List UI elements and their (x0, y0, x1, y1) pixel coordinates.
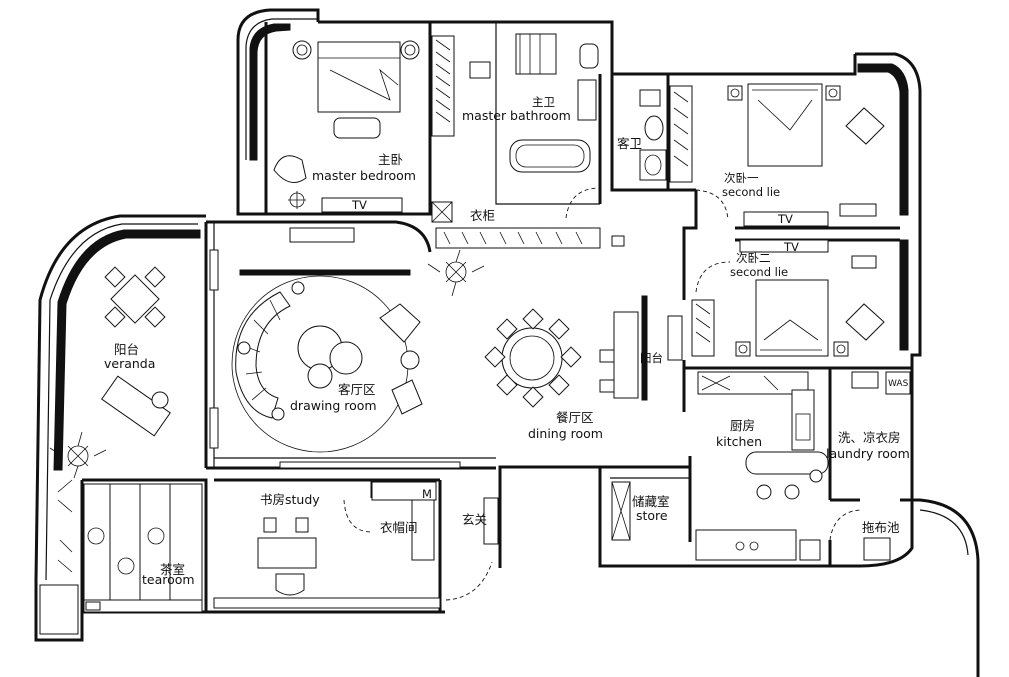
nightstand-icon (833, 341, 849, 357)
wardrobe-second-2 (691, 299, 715, 357)
bathtub (509, 139, 591, 173)
tearoom-label-cn: 茶室 (160, 562, 185, 577)
laundry-label-cn: 洗、凉衣房 (838, 430, 901, 445)
nightstand-icon (735, 341, 751, 357)
tea-table (109, 483, 141, 601)
store: 储藏室 store (611, 481, 670, 541)
kitchen-label-en: kitchen (716, 434, 762, 449)
interior-walls (80, 22, 912, 612)
bar-counter (613, 311, 639, 399)
balcony-small-label: 阳台 (640, 351, 663, 365)
guest-wc-label: 客卫 (617, 136, 642, 151)
master-tv-label: TV (351, 198, 367, 212)
veranda-label-en: veranda (104, 356, 155, 371)
wardrobe-unit (435, 227, 601, 249)
curved-sofa (235, 291, 291, 419)
kitchen-label-cn: 厨房 (730, 418, 755, 433)
master-bathroom: 主卫 master bathroom (462, 33, 599, 173)
wardrobe-label: 衣柜 (470, 208, 495, 223)
armchair-2 (845, 303, 885, 341)
dining-room-label-cn: 餐厅区 (556, 410, 594, 425)
washer-label: WAS (888, 379, 909, 389)
guest-toilet (644, 115, 664, 141)
study: 书房study (213, 492, 441, 609)
lounge-armchair (379, 303, 421, 343)
master-tv-console (321, 197, 403, 213)
store-label-en: store (636, 508, 668, 523)
second-lie-2-en: second lie (730, 265, 788, 279)
second-bedroom-2: TV 次卧二 second lie (691, 239, 885, 357)
entrance: 玄关 (445, 497, 499, 601)
kitchen-island (745, 451, 829, 475)
study-label: 书房study (260, 492, 320, 507)
second-lie-2-cn: 次卧二 (736, 251, 771, 265)
plant-icon (427, 249, 485, 297)
cloakroom-mirror-icon: M (422, 487, 432, 501)
dining-room: 餐厅区 dining room 阳台 (484, 295, 683, 441)
laundry-label-en: laundry room (826, 446, 910, 461)
store-label-cn: 储藏室 (632, 494, 670, 509)
second-lie-1-en: second lie (722, 185, 780, 199)
lounge-chair (101, 375, 171, 437)
kitchen: 厨房 kitchen (695, 371, 829, 561)
master-bathroom-label-en: master bathroom (462, 108, 571, 123)
drawing-room-label-cn: 客厅区 (338, 382, 376, 397)
kitchen-counter-bottom (695, 529, 797, 561)
nightstand-icon (727, 85, 743, 101)
master-bed (317, 41, 401, 113)
master-toilet (579, 43, 599, 69)
mop-pool-label: 拖布池 (862, 520, 900, 535)
drawing-room-label-en: drawing room (290, 398, 377, 413)
guest-wc: 客卫 (565, 89, 729, 221)
veranda-table (110, 274, 160, 324)
second-bed-2 (755, 279, 829, 357)
lounge-armchair (391, 379, 423, 415)
tv-label-2: TV (777, 212, 793, 226)
armchair-1 (845, 107, 885, 145)
plant-icon (49, 431, 107, 479)
wardrobe-corridor: 衣柜 (427, 201, 625, 297)
tearoom-label-en: tearoom (142, 572, 195, 587)
entrance-label: 玄关 (462, 512, 487, 527)
master-armchair (273, 155, 307, 183)
master-bedroom-label-en: master bedroom (312, 168, 416, 183)
tv-label-3: TV (783, 240, 799, 254)
master-bedroom-label-cn: 主卧 (378, 152, 403, 167)
study-desk (257, 537, 317, 569)
master-bathroom-label-cn: 主卫 (532, 95, 555, 109)
tv-console-2 (743, 211, 829, 227)
tearoom: 茶室 tearoom (83, 483, 203, 613)
exterior-walls (34, 8, 980, 677)
veranda: 阳台 veranda (49, 266, 171, 573)
laundry-room: WAS 洗、凉衣房 laundry room 拖布池 (826, 371, 911, 561)
veranda-label-cn: 阳台 (114, 342, 139, 357)
study-chair (275, 573, 305, 596)
nightstand-lamp-left-icon (292, 40, 312, 60)
nightstand-icon (825, 85, 841, 101)
kitchen-counter-top (697, 371, 809, 395)
second-bedroom-1: TV 次卧一 second lie (669, 83, 885, 227)
dining-room-label-en: dining room (528, 426, 603, 441)
washer (885, 371, 911, 395)
master-closet (431, 35, 455, 137)
wardrobe-second-1 (669, 85, 693, 183)
stove-icon (735, 541, 745, 551)
mop-sink (863, 537, 891, 561)
cloakroom: M 衣帽间 (343, 481, 437, 561)
nightstand-lamp-right-icon (400, 40, 420, 60)
second-lie-1-cn: 次卧一 (724, 171, 759, 185)
cloakroom-label: 衣帽间 (380, 520, 418, 535)
tv-wall (239, 269, 411, 276)
master-bedroom: TV 主卧 master bedroom (273, 35, 455, 213)
tv-console-3 (739, 239, 829, 253)
drawing-room: 客厅区 drawing room (209, 227, 461, 469)
